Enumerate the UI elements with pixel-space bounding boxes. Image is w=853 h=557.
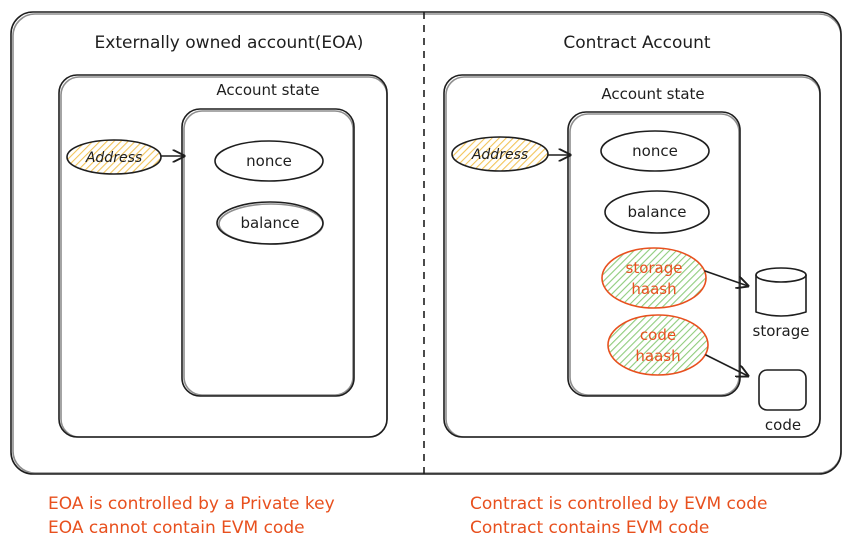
- eoa-notes: EOA is controlled by a Private key EOA c…: [48, 494, 335, 538]
- contract-section: Contract Account Account state Address n…: [443, 33, 821, 438]
- code-hash-label-line2: haash: [635, 347, 680, 365]
- contract-nonce-node: nonce: [600, 130, 710, 172]
- eoa-account-box: [58, 74, 388, 438]
- eoa-title: Externally owned account(EOA): [95, 33, 364, 53]
- code-icon: [758, 369, 807, 411]
- code-hash-arrow: [705, 354, 748, 376]
- contract-address-label: Address: [471, 147, 528, 163]
- contract-title: Contract Account: [563, 33, 711, 53]
- eoa-balance-node: balance: [216, 201, 324, 245]
- contract-notes: Contract is controlled by EVM code Contr…: [470, 494, 768, 538]
- code-label: code: [765, 416, 801, 434]
- contract-note-1: Contract is controlled by EVM code: [470, 494, 768, 514]
- eoa-note-2: EOA cannot contain EVM code: [48, 518, 305, 538]
- contract-state-box: [567, 111, 741, 397]
- storage-label: storage: [753, 322, 810, 340]
- contract-balance-node: balance: [604, 190, 710, 234]
- eoa-address-node: Address: [66, 139, 162, 175]
- contract-state-title: Account state: [601, 85, 704, 103]
- eoa-note-1: EOA is controlled by a Private key: [48, 494, 335, 514]
- storage-hash-label-line1: storage: [626, 259, 683, 277]
- contract-address-node: Address: [451, 136, 549, 172]
- code-hash-node: code haash: [607, 314, 709, 376]
- storage-hash-node: storage haash: [601, 247, 707, 309]
- eoa-nonce-label: nonce: [246, 152, 292, 170]
- outer-frame: [10, 11, 842, 475]
- code-hash-label-line1: code: [640, 326, 676, 344]
- eoa-state-title: Account state: [216, 81, 319, 99]
- contract-note-2: Contract contains EVM code: [470, 518, 709, 538]
- storage-icon: [755, 267, 807, 317]
- eoa-state-box: [181, 108, 355, 397]
- eoa-section: Externally owned account(EOA) Account st…: [58, 33, 388, 438]
- contract-nonce-label: nonce: [632, 142, 678, 160]
- eoa-balance-label: balance: [240, 214, 299, 232]
- storage-hash-label-line2: haash: [631, 280, 676, 298]
- eoa-address-label: Address: [85, 150, 142, 166]
- contract-account-box: [443, 74, 821, 438]
- eoa-nonce-node: nonce: [214, 140, 324, 182]
- contract-balance-label: balance: [627, 203, 686, 221]
- storage-hash-arrow: [704, 270, 748, 286]
